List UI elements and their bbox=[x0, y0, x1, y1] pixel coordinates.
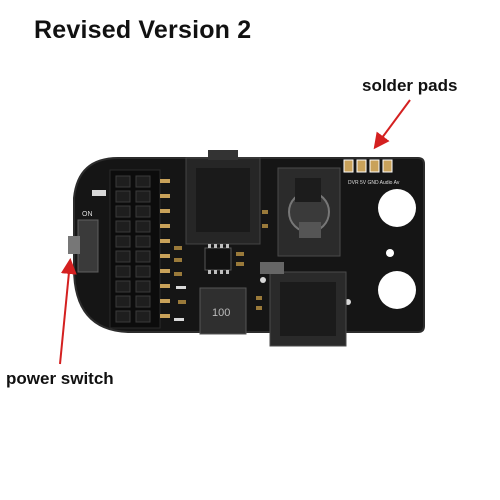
header-pin-socket bbox=[115, 190, 131, 203]
mounting-hole bbox=[378, 271, 416, 309]
header-pin-socket bbox=[115, 235, 131, 248]
mounting-hole bbox=[378, 189, 416, 227]
header-pin-socket bbox=[135, 235, 151, 248]
header-pin-socket bbox=[135, 220, 151, 233]
solder-pads-arrow bbox=[373, 99, 411, 150]
solder-pad bbox=[369, 159, 380, 173]
header-pin-socket bbox=[115, 250, 131, 263]
gold-pin bbox=[160, 299, 170, 303]
pad-labels: DVR 5V GND Audio Av bbox=[348, 180, 400, 186]
inductor bbox=[199, 287, 247, 335]
gold-pin bbox=[160, 314, 170, 318]
gold-pin bbox=[160, 254, 170, 258]
solder-pad bbox=[382, 159, 393, 173]
solder-pads-callout: solder pads bbox=[362, 76, 458, 95]
header-pin-socket bbox=[135, 265, 151, 278]
power-switch bbox=[77, 219, 99, 273]
header-pin-socket bbox=[135, 295, 151, 308]
header-pin-socket bbox=[115, 280, 131, 293]
gold-pin bbox=[160, 194, 170, 198]
header-pin-socket bbox=[135, 175, 151, 188]
gold-pin bbox=[160, 239, 170, 243]
header-pin-socket bbox=[115, 295, 131, 308]
header-pin-socket bbox=[135, 310, 151, 323]
header-pin-socket bbox=[115, 220, 131, 233]
header-pin-socket bbox=[115, 265, 131, 278]
power-switch-arrow bbox=[59, 258, 77, 365]
gold-pin bbox=[160, 284, 170, 288]
header-pin-socket bbox=[115, 205, 131, 218]
header-pin-socket bbox=[135, 250, 151, 263]
solder-pads bbox=[343, 159, 393, 173]
gold-pin bbox=[160, 209, 170, 213]
page-title: Revised Version 2 bbox=[34, 16, 252, 44]
solder-pad bbox=[343, 159, 354, 173]
header-pin-socket bbox=[135, 205, 151, 218]
gold-pin bbox=[160, 224, 170, 228]
ic-chip bbox=[204, 247, 232, 271]
gold-pin bbox=[160, 179, 170, 183]
header-pin-socket bbox=[115, 310, 131, 323]
header-pin-socket bbox=[135, 280, 151, 293]
header-pin-socket bbox=[115, 175, 131, 188]
svg-text:100: 100 bbox=[212, 307, 230, 319]
gold-pin bbox=[160, 269, 170, 273]
solder-pad bbox=[356, 159, 367, 173]
power-switch-callout: power switch bbox=[6, 369, 114, 388]
header-pin-socket bbox=[135, 190, 151, 203]
switch-label: ON bbox=[82, 211, 93, 218]
